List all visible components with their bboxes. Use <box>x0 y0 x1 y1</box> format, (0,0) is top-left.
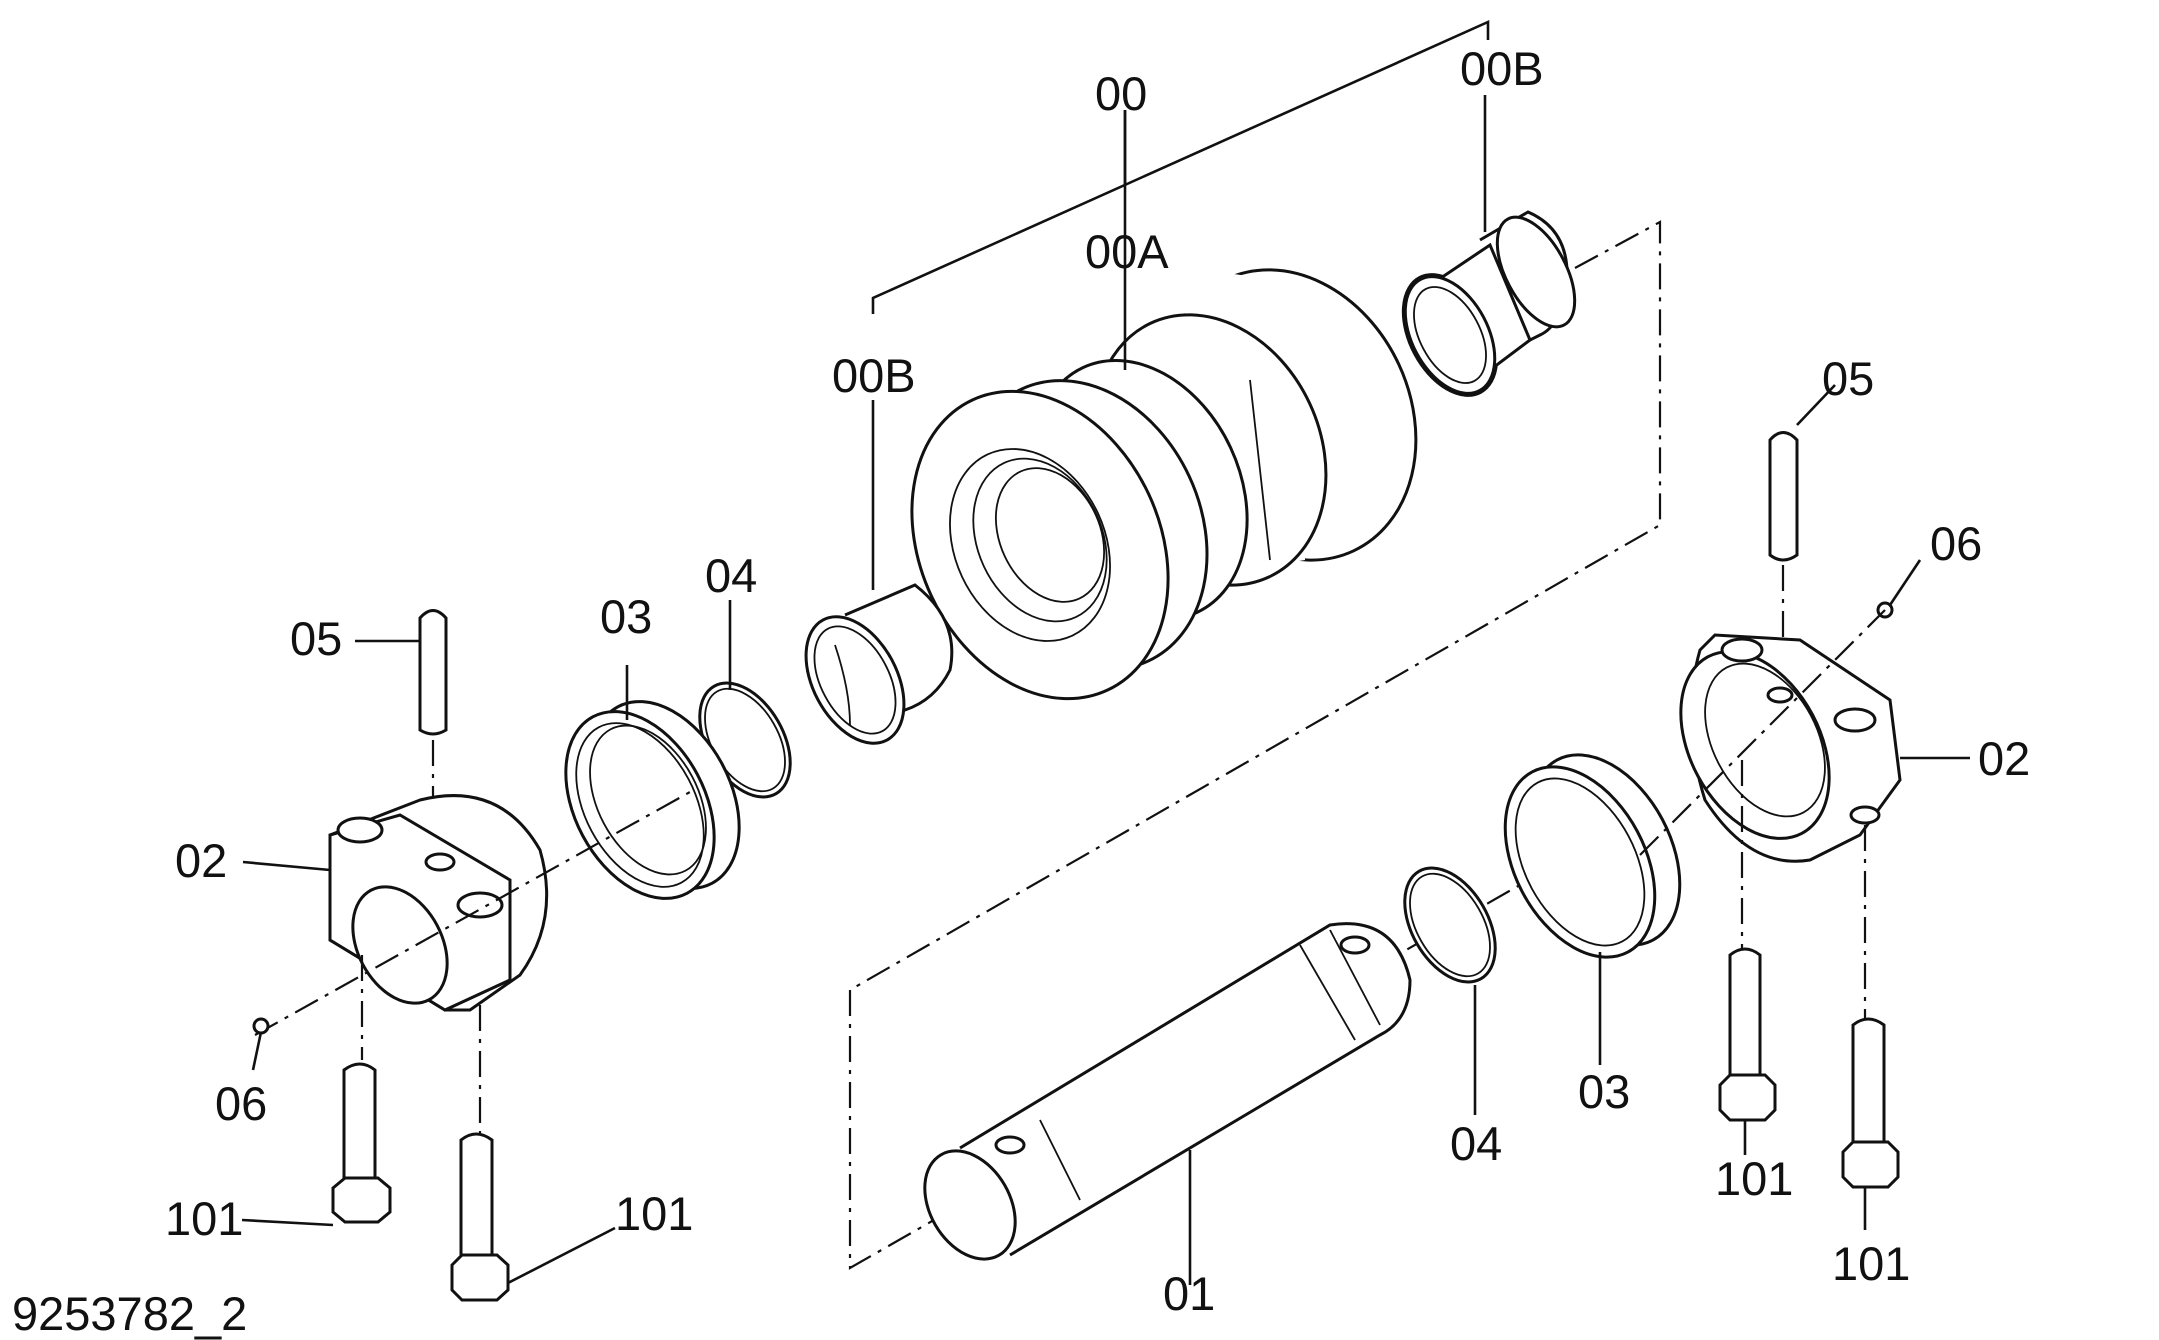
label-00A: 00A <box>1085 225 1169 278</box>
bolt-right-b <box>1841 1017 1900 1189</box>
oring-right <box>1403 866 1497 984</box>
collar-right <box>1639 609 1902 1020</box>
leader-lines <box>241 95 1970 1285</box>
label-00B-left: 00B <box>832 349 916 402</box>
label-00: 00 <box>1095 67 1147 120</box>
track-roller <box>910 268 1418 701</box>
label-01: 01 <box>1163 1267 1215 1320</box>
label-04-right: 04 <box>1450 1117 1502 1170</box>
label-05-left: 05 <box>290 612 342 665</box>
label-06-right: 06 <box>1930 517 1982 570</box>
label-06-left: 06 <box>215 1077 267 1130</box>
bolt-left-b <box>450 1132 510 1302</box>
pin-right <box>1768 431 1799 660</box>
assy-bracket <box>871 19 1490 314</box>
label-02-right: 02 <box>1978 732 2030 785</box>
label-02-left: 02 <box>175 834 227 887</box>
label-101-left-a: 101 <box>165 1192 243 1245</box>
shaft <box>923 922 1412 1261</box>
label-05-right: 05 <box>1822 352 1874 405</box>
drawing-id: 9253782_2 <box>12 1287 247 1340</box>
label-101-right-a: 101 <box>1715 1152 1793 1205</box>
label-101-right-b: 101 <box>1832 1237 1910 1290</box>
bolt-left-a <box>331 1062 392 1224</box>
seal-left <box>564 700 741 900</box>
collar-left <box>254 791 691 1140</box>
seal-right <box>1503 753 1682 959</box>
pin-left <box>418 609 448 855</box>
label-04-left: 04 <box>705 549 757 602</box>
label-101-left-b: 101 <box>615 1187 693 1240</box>
label-03-right: 03 <box>1578 1065 1630 1118</box>
upper-frame-line <box>849 220 1662 991</box>
bushing-right <box>1401 210 1577 397</box>
label-00B-right: 00B <box>1460 42 1544 95</box>
bushing-left <box>804 583 954 745</box>
plug-left <box>252 1017 270 1035</box>
label-03-left: 03 <box>600 590 652 643</box>
bolt-right-a <box>1718 947 1777 1122</box>
